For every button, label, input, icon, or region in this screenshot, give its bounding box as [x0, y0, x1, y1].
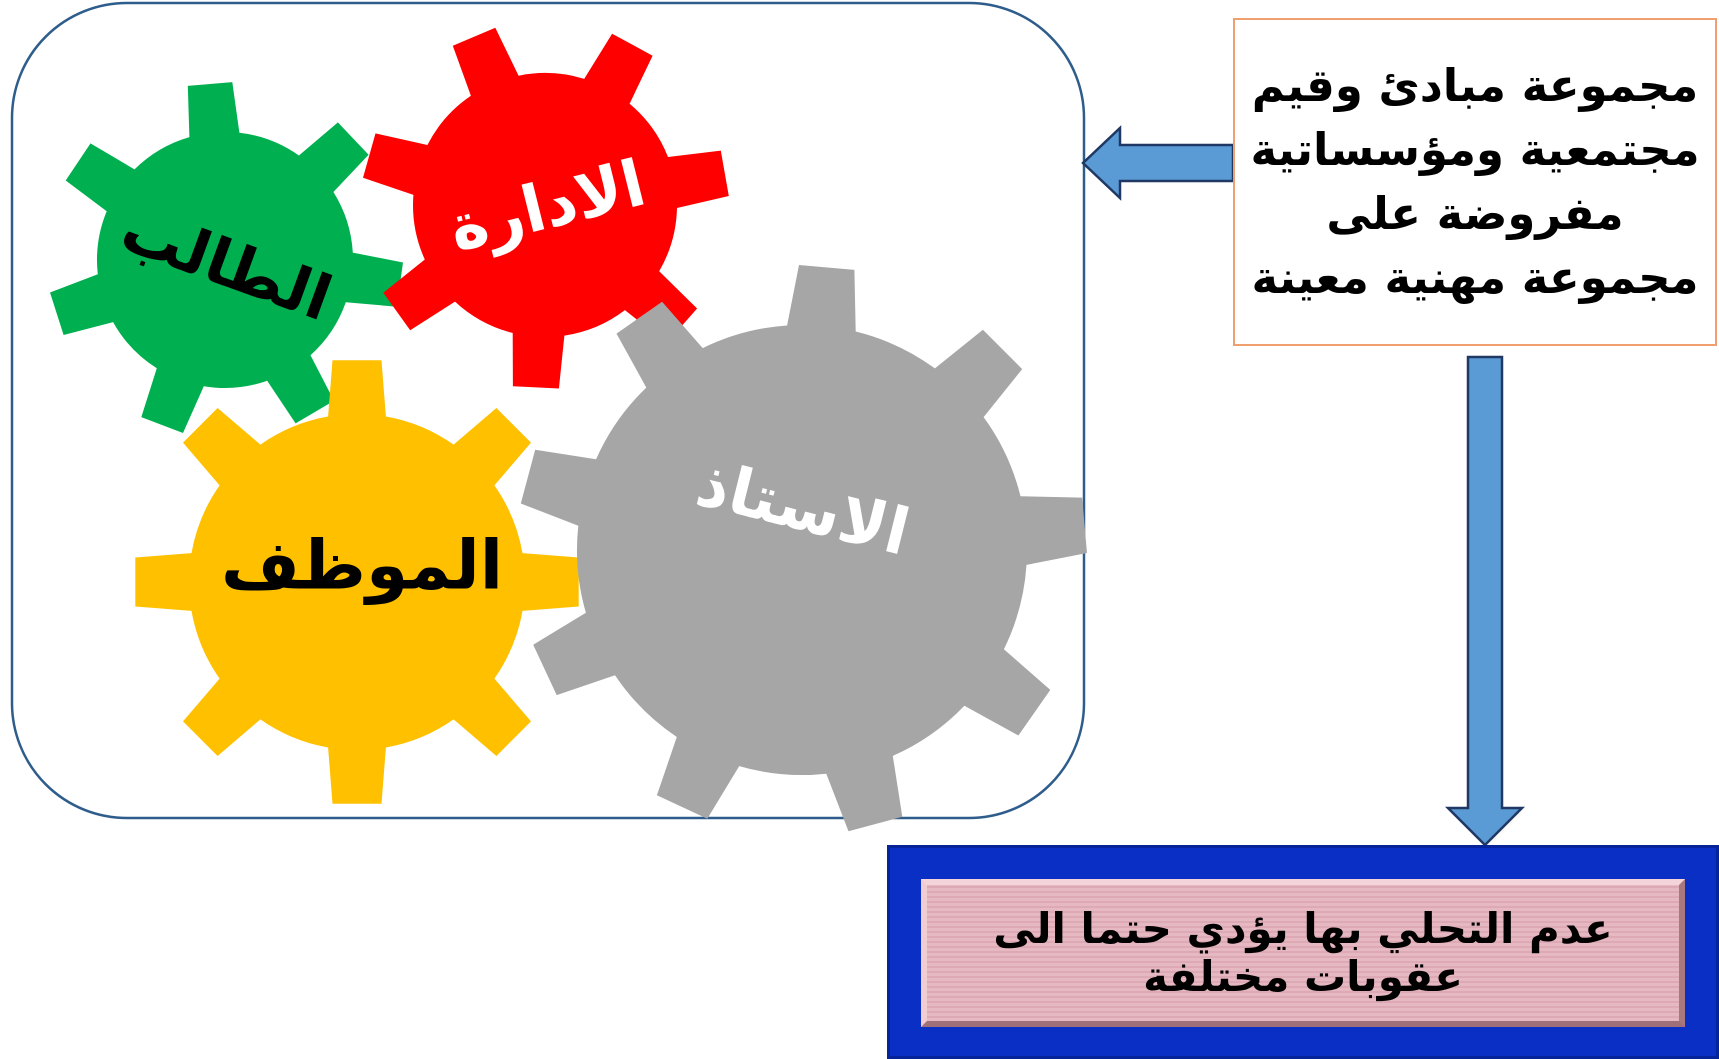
- gear-student: الطالب: [50, 82, 403, 433]
- gear-student-shape: [50, 82, 403, 433]
- arrow-down-icon: [1444, 355, 1526, 847]
- definition-line: مجموعة مهنية معينة: [1251, 251, 1699, 304]
- gear-employee-label: الموظف: [221, 527, 503, 606]
- gear-administration: الادارة: [363, 27, 729, 389]
- gear-employee: الموظف: [135, 360, 579, 804]
- consequence-frame: عدم التحلي بها يؤدي حتما الى عقوبات مختل…: [887, 845, 1719, 1059]
- arrow-left-icon: [1081, 125, 1235, 201]
- definition-line: مفروضة على: [1326, 187, 1624, 240]
- gear-administration-shape: [363, 27, 729, 389]
- consequence-line: عدم التحلي بها يؤدي حتما الى: [993, 904, 1613, 953]
- gear-professor: الاستاذ: [520, 265, 1087, 832]
- definition-line: مجتمعية ومؤسساتية: [1250, 123, 1700, 176]
- gear-employee-shape: [135, 360, 579, 804]
- consequence-line: عقوبات مختلفة: [1143, 952, 1463, 1001]
- definition-box: مجموعة مبادئ وقيم مجتمعية ومؤسساتية مفرو…: [1233, 18, 1717, 346]
- consequence-box: عدم التحلي بها يؤدي حتما الى عقوبات مختل…: [921, 879, 1685, 1027]
- gear-professor-shape: [520, 265, 1087, 832]
- definition-line: مجموعة مبادئ وقيم: [1251, 59, 1699, 112]
